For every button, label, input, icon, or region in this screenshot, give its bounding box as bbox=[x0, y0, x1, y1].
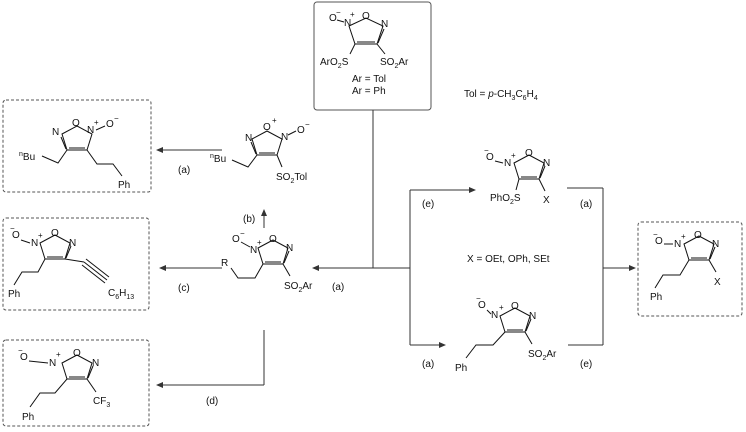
svg-text:N: N bbox=[31, 238, 38, 249]
product-c: O − N + O N Ph C6H13 bbox=[8, 224, 134, 301]
svg-text:N: N bbox=[543, 158, 550, 169]
right-top-compound: O − N + O N PhO2S X bbox=[484, 146, 550, 206]
x-definition: X = OEt, OPh, SEt bbox=[467, 254, 550, 265]
label-c: (c) bbox=[178, 283, 190, 294]
label-e-bottom: (e) bbox=[580, 359, 592, 370]
box-product-c bbox=[2, 217, 150, 311]
svg-text:N: N bbox=[250, 245, 257, 256]
svg-text:−: − bbox=[476, 294, 481, 303]
svg-text:+: + bbox=[94, 118, 99, 127]
svg-text:O: O bbox=[525, 148, 533, 159]
svg-text:+: + bbox=[272, 116, 277, 125]
svg-text:N: N bbox=[49, 358, 56, 369]
svg-text:N: N bbox=[69, 238, 76, 249]
box-product-d bbox=[2, 339, 150, 427]
ar-ph-note: Ar = Ph bbox=[352, 86, 386, 97]
svg-text:+: + bbox=[38, 231, 43, 240]
label-a-bottom: (a) bbox=[422, 359, 434, 370]
svg-text:N: N bbox=[87, 125, 94, 136]
svg-text:N: N bbox=[529, 311, 536, 322]
svg-text:C6H13: C6H13 bbox=[108, 288, 134, 301]
svg-text:O: O bbox=[486, 152, 494, 163]
svg-text:O: O bbox=[12, 230, 20, 241]
svg-text:X: X bbox=[714, 277, 721, 288]
svg-text:Ph: Ph bbox=[22, 412, 34, 423]
svg-text:O: O bbox=[511, 301, 519, 312]
svg-text:O: O bbox=[20, 352, 28, 363]
svg-text:−: − bbox=[484, 146, 489, 155]
svg-text:X: X bbox=[543, 195, 550, 206]
label-d: (d) bbox=[206, 396, 218, 407]
label-a-center: (a) bbox=[332, 282, 344, 293]
svg-text:CF3: CF3 bbox=[93, 396, 110, 409]
svg-text:N: N bbox=[286, 243, 293, 254]
box-product-a bbox=[2, 99, 152, 193]
svg-text:SO2Ar: SO2Ar bbox=[380, 57, 409, 70]
svg-text:N: N bbox=[712, 239, 719, 250]
svg-text:O: O bbox=[106, 119, 114, 130]
product-a: N O N + O − nBu Ph bbox=[19, 114, 130, 191]
svg-text:N: N bbox=[381, 19, 388, 30]
svg-text:R: R bbox=[221, 258, 228, 269]
svg-text:N: N bbox=[245, 133, 252, 144]
svg-text:N: N bbox=[674, 239, 681, 250]
svg-text:SO2Ar: SO2Ar bbox=[284, 281, 313, 294]
svg-text:+: + bbox=[511, 151, 516, 160]
tol-definition: Tol = p-CH3C6H4 bbox=[464, 89, 538, 102]
svg-text:−: − bbox=[240, 229, 245, 238]
svg-text:O: O bbox=[73, 348, 81, 359]
svg-text:+: + bbox=[499, 303, 504, 312]
svg-text:N: N bbox=[92, 358, 99, 369]
svg-text:SO2Ar: SO2Ar bbox=[528, 349, 557, 362]
label-b: (b) bbox=[243, 214, 255, 225]
svg-text:O: O bbox=[297, 125, 305, 136]
svg-text:N: N bbox=[344, 18, 351, 29]
center-compound: O − N + O N R SO2Ar bbox=[221, 229, 313, 294]
svg-text:+: + bbox=[681, 232, 686, 241]
ar-tol-note: Ar = Tol bbox=[352, 74, 386, 85]
svg-text:O: O bbox=[269, 234, 277, 245]
label-a-top-left: (a) bbox=[178, 165, 190, 176]
svg-text:−: − bbox=[10, 224, 15, 233]
box-final-product bbox=[637, 221, 743, 317]
svg-text:SO2Tol: SO2Tol bbox=[276, 172, 307, 185]
svg-text:O: O bbox=[72, 118, 80, 129]
svg-text:+: + bbox=[257, 238, 262, 247]
svg-text:N: N bbox=[281, 132, 288, 143]
svg-text:PhO2S: PhO2S bbox=[490, 193, 521, 206]
right-bottom-compound: O − N + O N Ph SO2Ar bbox=[455, 294, 557, 374]
svg-text:Ph: Ph bbox=[650, 292, 662, 303]
svg-text:O: O bbox=[362, 11, 370, 22]
product-d: O − N + O N Ph CF3 bbox=[18, 346, 110, 423]
svg-text:O: O bbox=[51, 228, 59, 239]
svg-text:Ph: Ph bbox=[455, 363, 467, 374]
svg-text:O: O bbox=[655, 236, 663, 247]
svg-text:+: + bbox=[56, 350, 61, 359]
sulfone-intermediate: N O + N O − nBu SO2Tol bbox=[210, 116, 310, 185]
svg-text:ArO2S: ArO2S bbox=[320, 57, 349, 70]
svg-text:Ph: Ph bbox=[8, 289, 20, 300]
svg-text:O: O bbox=[478, 300, 486, 311]
svg-text:O: O bbox=[329, 13, 337, 24]
svg-text:−: − bbox=[18, 346, 23, 355]
svg-text:−: − bbox=[653, 230, 658, 239]
svg-text:O: O bbox=[232, 234, 240, 245]
svg-text:O: O bbox=[694, 230, 702, 241]
svg-text:O: O bbox=[263, 122, 271, 133]
svg-text:N: N bbox=[52, 127, 59, 138]
svg-text:nBu: nBu bbox=[210, 153, 226, 165]
svg-text:nBu: nBu bbox=[19, 151, 35, 163]
svg-text:+: + bbox=[350, 10, 355, 19]
svg-text:−: − bbox=[114, 114, 119, 123]
svg-text:N: N bbox=[491, 310, 498, 321]
final-product: O − N + O N Ph X bbox=[650, 230, 721, 303]
start-material: O − N + O N ArO2S SO2Ar Ar = Tol Ar = Ph bbox=[320, 8, 409, 97]
label-e-top: (e) bbox=[422, 199, 434, 210]
svg-text:N: N bbox=[504, 158, 511, 169]
svg-text:−: − bbox=[305, 120, 310, 129]
svg-text:−: − bbox=[336, 8, 341, 17]
label-a-top-right: (a) bbox=[580, 199, 592, 210]
svg-text:Ph: Ph bbox=[118, 180, 130, 191]
